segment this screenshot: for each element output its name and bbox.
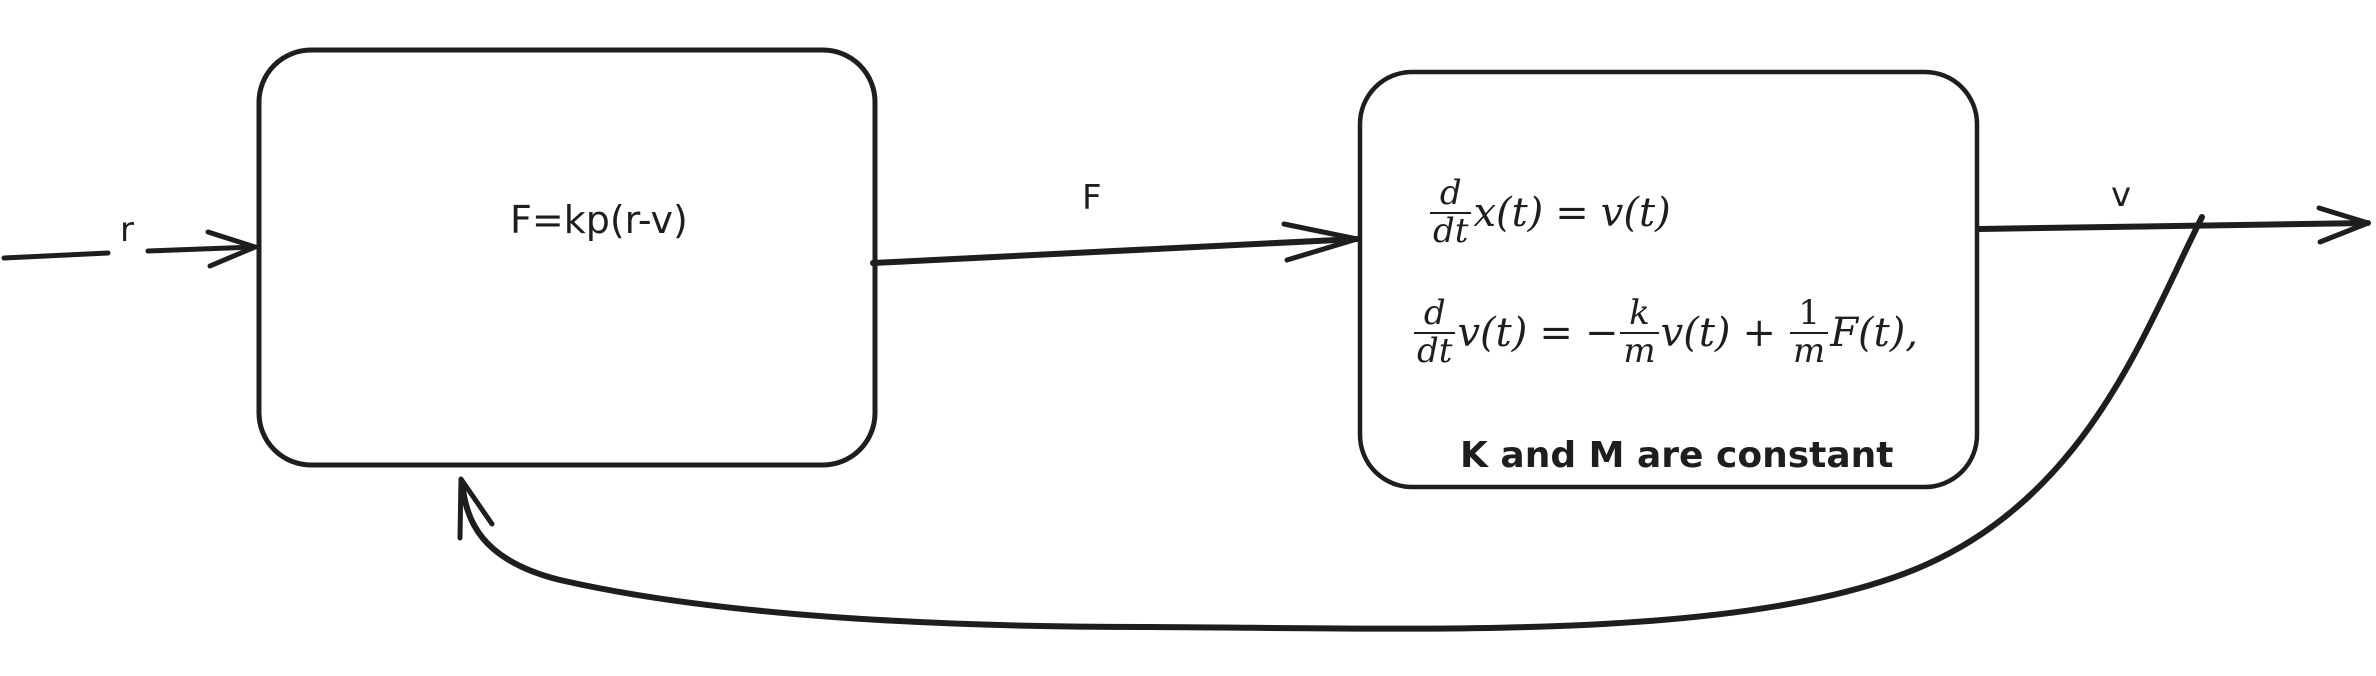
plant-equation-2: d dt v(t) = − k m v(t) + 1 m F(t), <box>1412 293 1919 370</box>
input-line-right <box>145 244 258 254</box>
fraction-denominator: m <box>1620 331 1659 370</box>
k-over-m-fraction: k m <box>1620 293 1659 370</box>
fraction-denominator: dt <box>1430 211 1472 250</box>
feedback-arrowhead-icon <box>457 476 495 541</box>
fraction-denominator: m <box>1790 331 1829 370</box>
fraction-numerator: 1 <box>1798 293 1820 333</box>
fraction-numerator: k <box>1629 293 1650 333</box>
one-over-m-fraction: 1 m <box>1790 293 1829 370</box>
derivative-fraction: d dt <box>1414 293 1456 370</box>
output-line <box>1976 220 2371 232</box>
input-line-left <box>1 250 111 261</box>
feedback-curve <box>459 214 2205 632</box>
fraction-denominator: dt <box>1414 331 1456 370</box>
eq1-lhs-function: x(t) <box>1473 189 1544 236</box>
fraction-numerator: d <box>1439 173 1462 213</box>
plant-note: K and M are constant <box>1460 435 1894 476</box>
eq2-lhs-function: v(t) <box>1457 309 1528 356</box>
eq2-term1-function: v(t) <box>1660 309 1731 356</box>
plant-box[interactable] <box>1357 69 1980 490</box>
input-signal-label: r <box>120 210 134 250</box>
input-arrowhead-icon <box>205 229 258 269</box>
fraction-numerator: d <box>1423 293 1446 333</box>
output-arrowhead-icon <box>2316 205 2371 245</box>
force-arrow <box>870 221 1360 266</box>
derivative-fraction: d dt <box>1430 173 1472 250</box>
eq1-rhs: v(t) <box>1600 189 1671 236</box>
output-signal-label: v <box>2111 175 2132 215</box>
eq2-term2-function: F(t), <box>1830 309 1919 356</box>
eq2-equals: = <box>1539 309 1573 356</box>
plant-equation-1: d dt x(t) = v(t) <box>1428 173 1671 250</box>
controller-box[interactable] <box>256 47 878 468</box>
feedback-arrow <box>457 214 2205 632</box>
eq2-minus: − <box>1584 309 1619 356</box>
force-line <box>870 236 1360 266</box>
eq1-equals: = <box>1555 189 1589 236</box>
force-signal-label: F <box>1082 178 1102 218</box>
force-arrowhead-icon <box>1281 221 1360 263</box>
controller-label: F=kp(r-v) <box>510 198 688 242</box>
input-arrow <box>1 229 258 269</box>
output-arrow <box>1976 205 2371 245</box>
eq2-plus: + <box>1742 309 1777 356</box>
